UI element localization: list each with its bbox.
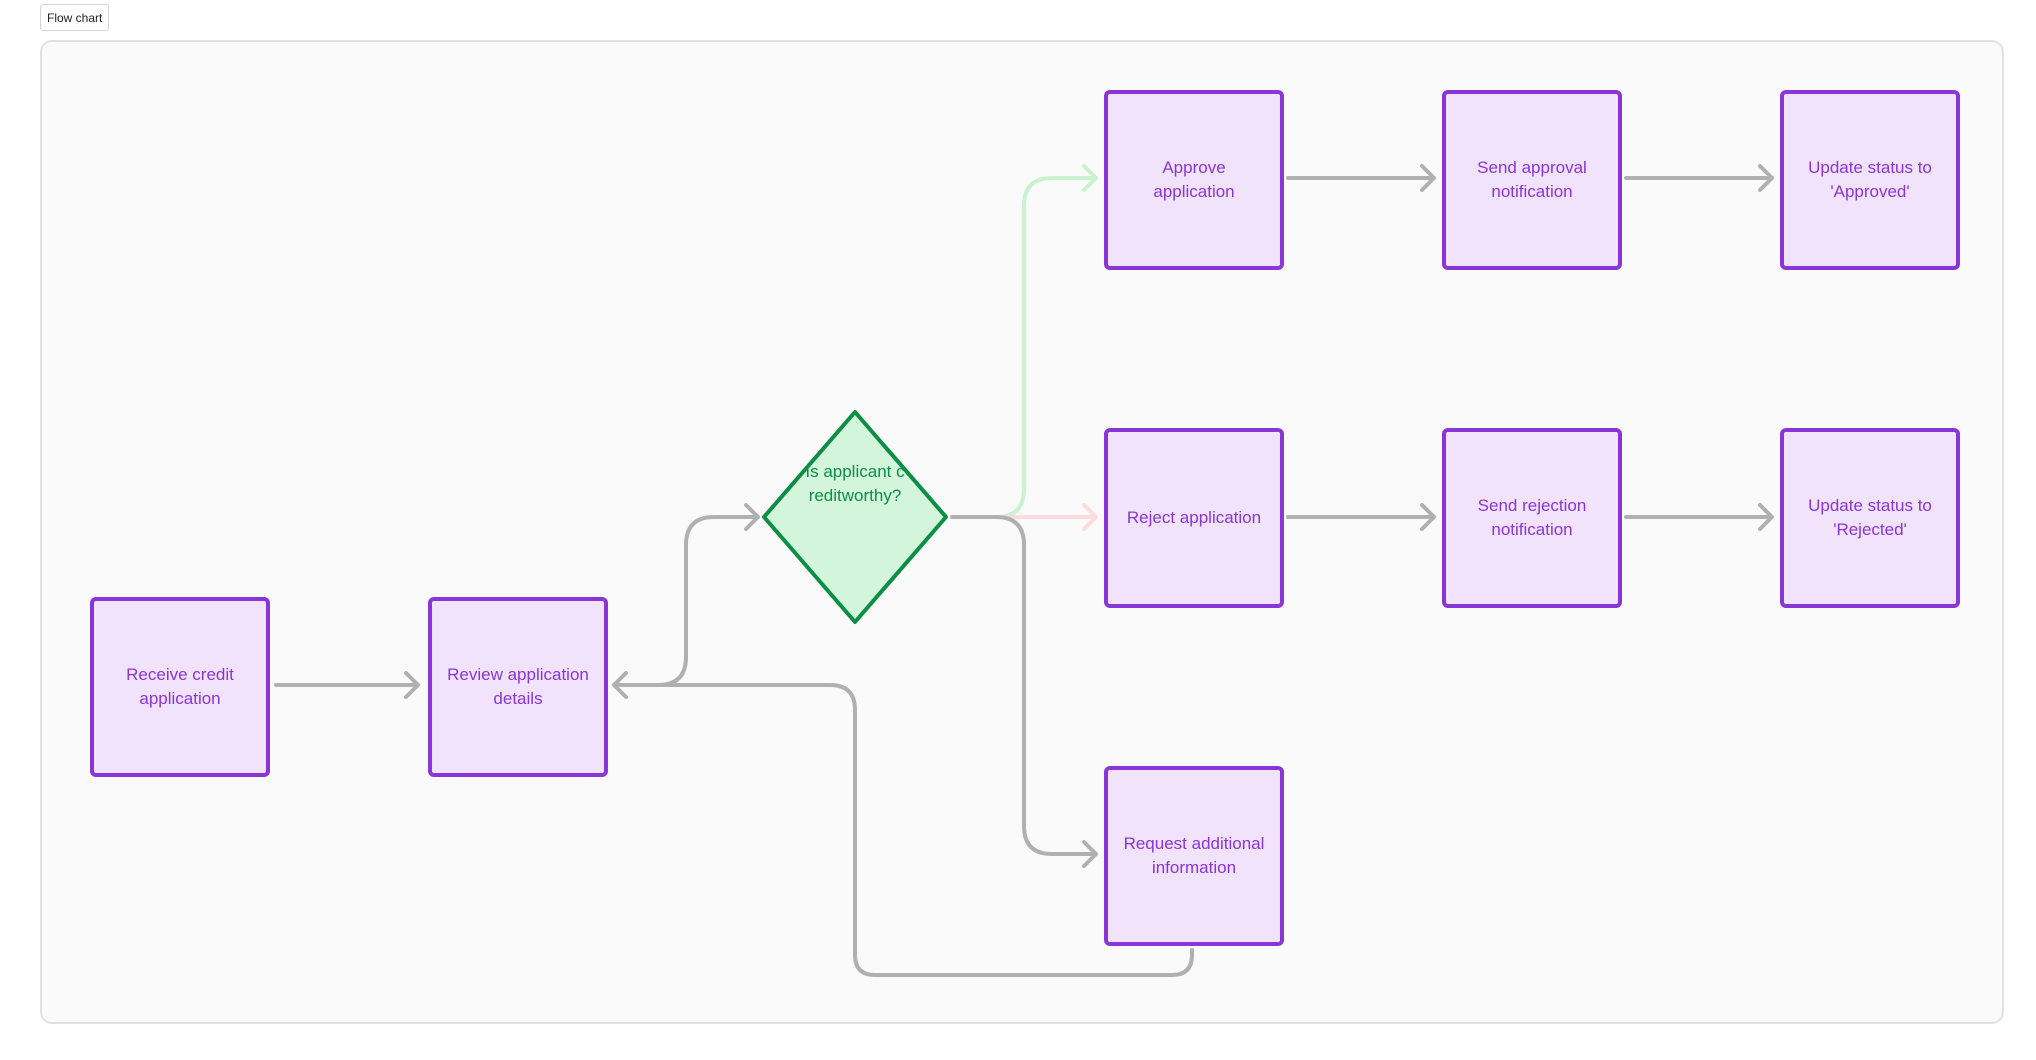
connector-approve-to-send-approval: [1286, 164, 1436, 192]
node-label: Send approval notification: [1477, 158, 1587, 201]
node-update-status-rejected[interactable]: Update status to 'Rejected': [1780, 428, 1960, 608]
decision-label: Is applicant creditworthy?: [805, 462, 905, 505]
connector-send-approval-to-update: [1624, 164, 1774, 192]
connector-request-info-to-review: [612, 671, 1194, 977]
connector-receive-to-review: [274, 671, 420, 699]
node-label: Send rejection notification: [1477, 496, 1587, 539]
node-label: Review application details: [447, 665, 589, 708]
node-label: Update status to 'Approved': [1808, 158, 1932, 201]
node-update-status-approved[interactable]: Update status to 'Approved': [1780, 90, 1960, 270]
node-review-application-details[interactable]: Review application details: [428, 597, 608, 777]
decision-diamond[interactable]: [762, 410, 948, 624]
frame-label[interactable]: Flow chart: [40, 4, 110, 31]
connector-reject-to-send-rejection: [1286, 503, 1436, 531]
node-send-approval-notification[interactable]: Send approval notification: [1442, 90, 1622, 270]
node-label: Receive credit application: [126, 665, 234, 708]
connector-send-rejection-to-update: [1624, 503, 1774, 531]
connector-decision-to-approve: [950, 164, 1098, 519]
node-label: Reject application: [1126, 508, 1262, 527]
connector-review-to-decision: [656, 503, 760, 687]
node-label: Request additional information: [1123, 834, 1265, 877]
node-label: Approve application: [1153, 158, 1235, 201]
node-send-rejection-notification[interactable]: Send rejection notification: [1442, 428, 1622, 608]
connector-decision-to-request-info: [950, 515, 1098, 868]
node-reject-application[interactable]: Reject application: [1104, 428, 1284, 608]
node-receive-credit-application[interactable]: Receive credit application: [90, 597, 270, 777]
node-label: Update status to 'Rejected': [1808, 496, 1932, 539]
node-request-additional-information[interactable]: Request additional information: [1104, 766, 1284, 946]
node-approve-application[interactable]: Approve application: [1104, 90, 1284, 270]
